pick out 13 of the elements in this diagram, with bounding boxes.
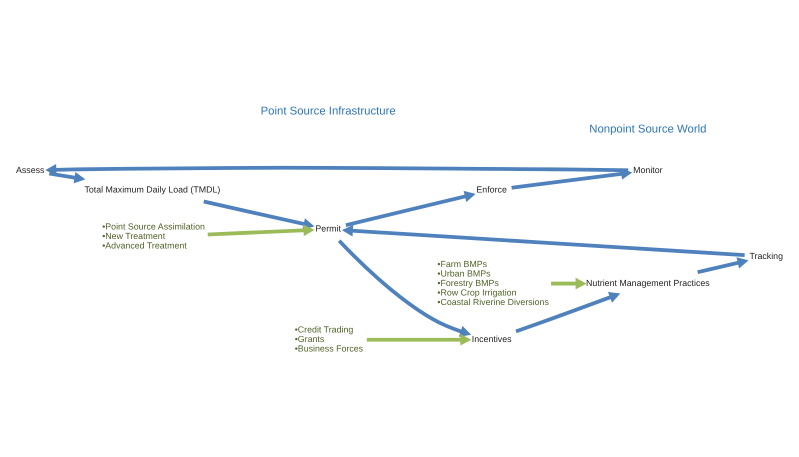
node-text: Tracking [749,250,783,261]
label: Point Source Infrastructure [260,106,396,118]
node-text: Assess [16,164,44,175]
node-text: •Farm BMPs •Urban BMPs •Forestry BMPs •Row Crop Irrigation •Coastal Riverine Diversions [437,258,549,307]
node-text: Monitor [633,164,663,175]
node-text: Enforce [476,184,507,194]
node-text: Incentives [472,334,512,344]
node-text: Nutrient Management Practices [586,278,710,288]
node-text: •Point Source Assimilation •New Treatment •Advanced Treatment [102,222,205,251]
node-text: Total Maximum Daily Load (TMDL) [84,184,220,194]
node-text: •Credit Trading •Grants •Business Forces [294,324,364,354]
node-text: Permit [315,224,341,234]
label: Nonpoint Source World [589,123,706,136]
